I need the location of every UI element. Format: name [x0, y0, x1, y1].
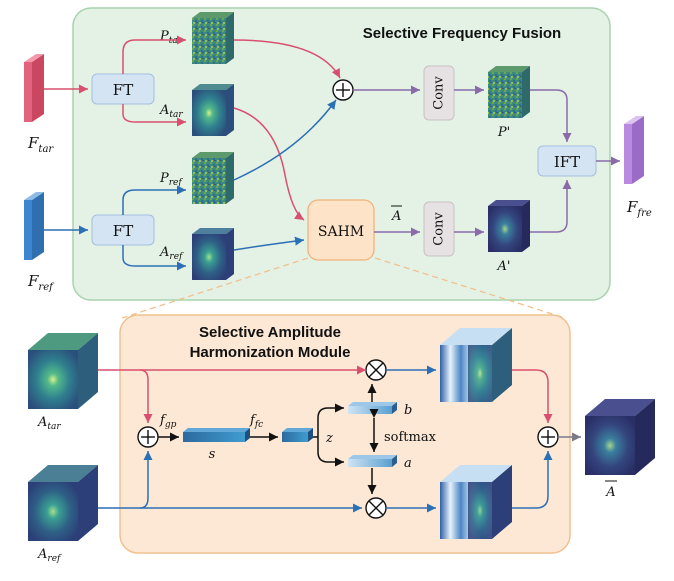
ft-label-tar: FT — [113, 81, 133, 99]
f-fre-label: Ffre — [626, 198, 652, 219]
a-tar-cube-label: Atar — [37, 415, 61, 432]
conv-box-top — [423, 65, 455, 121]
p-ref-tile — [192, 152, 234, 204]
zoom-line-right — [374, 257, 566, 319]
a-tar-cube — [28, 333, 98, 409]
sff-title: Selective Frequency Fusion — [363, 25, 561, 42]
conv-label-top: Conv — [432, 76, 447, 110]
sahm-label: SAHM — [318, 224, 364, 240]
p-prime-label: P' — [497, 125, 510, 140]
arrow-ft-ptar — [122, 35, 186, 74]
arrow-pprime-ift — [530, 89, 572, 142]
a-prime-tile — [488, 200, 530, 252]
arrow-z-b — [317, 403, 344, 437]
zoom-line-left — [121, 257, 309, 319]
p-ref-label: Pref — [159, 171, 183, 188]
arrow-ft-atar — [122, 104, 186, 127]
f-ref-block — [24, 192, 44, 260]
a-tar-tile — [192, 84, 234, 136]
arrow-aref-sum — [139, 451, 153, 509]
vector-z — [282, 428, 313, 442]
f-gp-label: fgp — [159, 413, 177, 430]
vector-a — [348, 455, 397, 467]
arrow-ft-pref — [122, 185, 186, 215]
vector-s — [183, 428, 250, 442]
arrow-ptar-sum — [233, 39, 341, 79]
arrow-weighted-tar-sum — [512, 369, 553, 423]
a-ref-cube — [28, 465, 98, 541]
mul-node-bottom-d2 — [368, 500, 384, 516]
arrow-z-a — [317, 437, 344, 467]
a-bar-label: A — [391, 209, 401, 224]
conv-box-bottom — [423, 201, 455, 257]
mul-node-top-d2 — [368, 362, 384, 378]
p-tar-label: Ptar — [159, 29, 183, 46]
p-prime-tile — [488, 66, 530, 118]
arrow-atar-sahm — [233, 107, 305, 221]
a-out-label: A — [605, 485, 615, 500]
arrow-pref-sum — [233, 99, 337, 181]
sff-panel — [72, 7, 611, 301]
b-label: b — [404, 403, 412, 418]
p-tar-tile — [192, 12, 234, 64]
vector-b — [348, 402, 397, 414]
arrow-ft-aref — [122, 245, 186, 271]
ft-label-ref: FT — [113, 222, 133, 240]
a-label: a — [404, 456, 412, 471]
a-tar-label: Atar — [159, 103, 183, 120]
a-prime-label: A' — [497, 259, 511, 274]
f-tar-label: Ftar — [27, 134, 54, 155]
f-fre-block — [624, 116, 644, 184]
arrow-weighted-ref-sum — [512, 451, 553, 509]
f-ref-label: Fref — [27, 272, 55, 293]
sahm-box — [307, 199, 375, 261]
arrow-atar-sum — [139, 369, 153, 423]
a-ref-label: Aref — [159, 245, 184, 262]
a-ref-cube-label: Aref — [37, 547, 62, 564]
a-ref-tile — [192, 228, 234, 280]
f-tar-block — [24, 54, 44, 122]
conv-label-bottom: Conv — [432, 212, 447, 246]
sahm-title-line1: Selective Amplitude — [199, 324, 341, 341]
a-out-cube — [585, 399, 655, 475]
softmax-label: softmax — [384, 430, 437, 445]
ift-label: IFT — [554, 153, 580, 171]
arrow-aprime-ift — [530, 180, 572, 233]
z-label: z — [325, 431, 333, 446]
weighted-ref-cube — [440, 465, 512, 539]
s-label: s — [209, 447, 216, 462]
f-fc-label: ffc — [249, 413, 263, 430]
sahm-title-line2: Harmonization Module — [190, 344, 351, 361]
weighted-tar-cube — [440, 328, 512, 402]
arrow-aref-sahm — [233, 236, 305, 251]
